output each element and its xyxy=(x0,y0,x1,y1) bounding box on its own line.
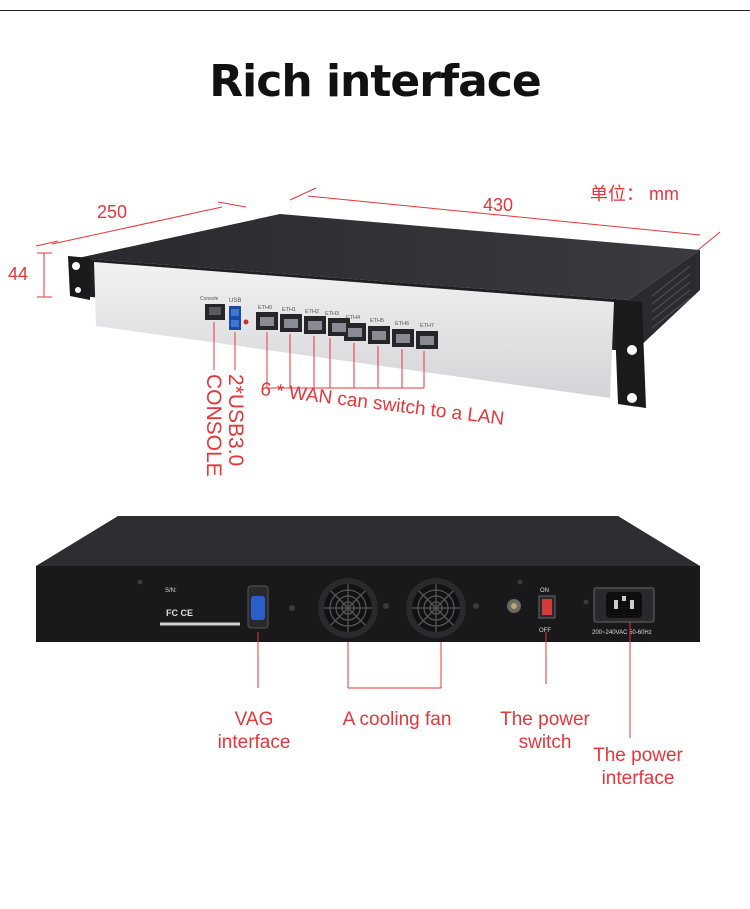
svg-text:FC CE: FC CE xyxy=(166,608,193,618)
width-dimension: 430 xyxy=(483,195,514,215)
svg-text:ETH0: ETH0 xyxy=(258,305,272,311)
vga-annotation-line1: VAG xyxy=(234,709,274,730)
unit-label: 单位： mm xyxy=(590,184,679,204)
svg-text:ETH4: ETH4 xyxy=(346,315,360,321)
svg-text:ETH3: ETH3 xyxy=(325,311,339,317)
svg-text:ETH1: ETH1 xyxy=(282,307,296,313)
back-device: S/N: FC CE xyxy=(36,516,700,642)
front-device: Console USB ETH0 xyxy=(68,214,700,408)
console-annotation: CONSOLE xyxy=(202,374,225,477)
svg-text:ETH2: ETH2 xyxy=(305,309,319,315)
top-divider xyxy=(0,10,750,11)
svg-text:Console: Console xyxy=(200,296,219,302)
svg-text:ETH6: ETH6 xyxy=(395,321,409,327)
svg-text:USB: USB xyxy=(229,298,241,304)
power-annotation-line1: The power xyxy=(593,745,683,766)
svg-text:ETH5: ETH5 xyxy=(370,318,384,324)
front-leader-lines xyxy=(213,322,425,389)
svg-text:S/N:: S/N: xyxy=(165,588,177,594)
svg-text:200~240VAC 50-60Hz: 200~240VAC 50-60Hz xyxy=(592,630,652,636)
vga-annotation: VAG interface xyxy=(204,708,304,754)
fan-grille-2 xyxy=(406,578,466,638)
vga-annotation-line2: interface xyxy=(217,732,291,753)
switch-annotation-line2: switch xyxy=(518,732,572,753)
usb-annotation: 2*USB3.0 xyxy=(224,374,247,467)
height-dimension: 44 xyxy=(8,264,29,284)
switch-annotation-line1: The power xyxy=(500,709,590,730)
svg-text:OFF: OFF xyxy=(539,628,551,634)
power-annotation-line2: interface xyxy=(601,768,675,789)
svg-text:ETH7: ETH7 xyxy=(420,323,434,329)
power-annotation: The power interface xyxy=(584,744,692,790)
svg-text:ON: ON xyxy=(540,588,549,594)
page-title: Rich interface xyxy=(209,56,541,107)
back-leader-lines xyxy=(257,622,631,738)
depth-dimension: 250 xyxy=(97,202,128,222)
fan-grille-1 xyxy=(318,578,378,638)
dimension-lines xyxy=(35,187,721,298)
fan-annotation: A cooling fan xyxy=(342,709,452,730)
switch-annotation: The power switch xyxy=(492,708,598,754)
